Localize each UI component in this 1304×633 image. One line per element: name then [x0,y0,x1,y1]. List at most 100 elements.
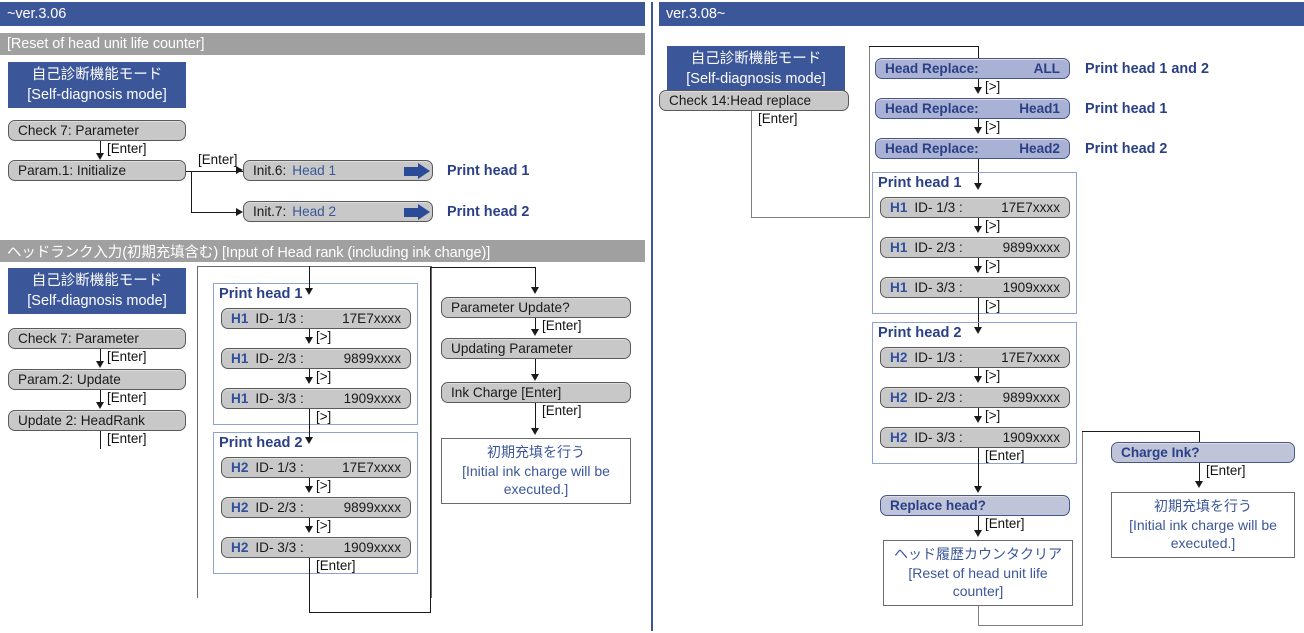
id-value: 1909xxxx [1002,280,1060,295]
lcd-head-replace-head1[interactable]: Head Replace: Head1 [875,98,1070,119]
step-key-label: [>] [316,518,332,533]
lcd-h2-id-2[interactable]: H2 ID- 2/3 : 9899xxxx [221,497,411,518]
id-label: ID- 2/3 : [255,500,304,515]
lcd-value: Head 2 [292,204,337,219]
arrow-down-icon [304,486,313,493]
arrow-down-icon [973,127,982,134]
head-group-title-1: Print head 1 [219,286,303,302]
connector-line [100,141,101,156]
lcd-check7-parameter-2[interactable]: Check 7: Parameter [8,328,186,349]
section-header-reset-counter: [Reset of head unit life counter] [0,33,645,55]
lcd-left: Head Replace: [885,61,979,76]
connector-line [978,408,979,419]
enter-label: [Enter] [107,390,147,405]
head-key: H1 [231,351,249,366]
connector-line [978,448,979,490]
lcd-updating-parameter: Updating Parameter [441,338,631,359]
lcd-h2-id-3[interactable]: H2 ID- 3/3 : 1909xxxx [221,537,411,558]
step-key-label: [>] [316,478,332,493]
note-en-1: [Initial ink charge will be [1129,516,1277,533]
connector-line [1199,463,1200,485]
section-header-head-rank: ヘッドランク入力(初期充填含む) [Input of Head rank (in… [0,240,645,262]
head-key: H1 [890,200,908,215]
left-version-header: ~ver.3.06 [0,2,645,26]
lcd-update2-headrank[interactable]: Update 2: HeadRank [8,410,186,431]
head-rank-outer-frame-top [197,266,432,428]
step-key-label: [>] [316,369,332,384]
enter-label: [Enter] [542,318,582,333]
lcd-h1-id-1[interactable]: H1 ID- 1/3 : 17E7xxxx [221,308,411,329]
lcd-param1-initialize[interactable]: Param.1: Initialize [8,160,186,181]
arrow-right-icon [236,166,243,174]
id-label: ID- 1/3 : [255,311,304,326]
lcd-r-h2-id-3[interactable]: H2 ID- 3/3 : 1909xxxx [880,427,1070,448]
lcd-r-h1-id-1[interactable]: H1 ID- 1/3 : 17E7xxxx [880,197,1070,218]
head-key: H2 [231,460,249,475]
connector-line [309,369,310,380]
lcd-parameter-update-prompt[interactable]: Parameter Update? [441,297,631,318]
connector-line [309,612,431,613]
arrow-down-icon [973,327,982,334]
head-key: H2 [890,430,908,445]
lcd-right: Head2 [1019,141,1060,156]
lcd-init7-head2[interactable]: Init.7: Head 2 [243,201,433,222]
lcd-head-replace-head2[interactable]: Head Replace: Head2 [875,138,1070,159]
enter-label: [Enter] [107,431,147,446]
connector-line [309,478,310,489]
lcd-r-h1-id-2[interactable]: H1 ID- 2/3 : 9899xxxx [880,237,1070,258]
step-key-label: [>] [985,258,1001,273]
connector-line [100,349,101,364]
connector-line [978,159,979,187]
head-group-title-2: Print head 2 [219,435,303,451]
lcd-init6-head1[interactable]: Init.6: Head 1 [243,160,433,181]
connector-line [978,218,979,229]
head-group-frame-2 [213,432,418,574]
lcd-head-replace-all[interactable]: Head Replace: ALL [875,58,1070,79]
mode-box-jp: 自己診断機能モード [690,51,822,67]
connector-line [751,111,752,218]
lcd-right: Head1 [1019,101,1060,116]
head-key: H1 [890,280,908,295]
lcd-prefix: Init.6: [253,163,287,178]
step-key-label: [Enter] [316,558,356,573]
id-value: 9899xxxx [1002,240,1060,255]
step-key-label: [>] [985,408,1001,423]
lcd-check14-head-replace[interactable]: Check 14:Head replace [659,90,849,111]
id-label: ID- 3/3 : [255,391,304,406]
lcd-r-h2-id-1[interactable]: H2 ID- 1/3 : 17E7xxxx [880,347,1070,368]
connector-line [100,390,101,405]
note-jp: 初期充填を行う [1154,497,1252,514]
connector-line [978,46,979,64]
arrow-down-icon [95,402,104,409]
lcd-check7-parameter[interactable]: Check 7: Parameter [8,120,186,141]
mode-box-self-diagnosis-1: 自己診断機能モード [Self-diagnosis mode] [8,62,186,108]
connector-line [309,558,310,613]
head-group-frame-4 [872,322,1077,464]
step-key-label: [>] [985,218,1001,233]
mode-box-self-diagnosis-2: 自己診断機能モード [Self-diagnosis mode] [8,268,186,314]
lcd-h1-id-2[interactable]: H1 ID- 2/3 : 9899xxxx [221,348,411,369]
lcd-charge-ink-prompt[interactable]: Charge Ink? [1111,442,1295,463]
id-value: 1909xxxx [1002,430,1060,445]
head-key: H2 [231,540,249,555]
lcd-r-h2-id-2[interactable]: H2 ID- 2/3 : 9899xxxx [880,387,1070,408]
result-arrow-icon-2 [404,204,430,220]
lcd-param2-update[interactable]: Param.2: Update [8,369,186,390]
mode-box-jp: 自己診断機能モード [31,67,163,83]
head-key: H1 [890,240,908,255]
lcd-prefix: Init.7: [253,204,287,219]
step-key-label: [>] [985,119,1001,134]
arrow-down-icon [530,287,539,294]
connector-line [978,368,979,379]
connector-line [869,46,979,47]
arrow-down-icon [530,374,539,381]
lcd-h1-id-3[interactable]: H1 ID- 3/3 : 1909xxxx [221,388,411,409]
lcd-h2-id-1[interactable]: H2 ID- 1/3 : 17E7xxxx [221,457,411,478]
lcd-ink-charge[interactable]: Ink Charge [Enter] [441,382,631,403]
arrow-down-icon [973,376,982,383]
step-key-label: [>] [985,298,1001,313]
note-initial-ink-charge-left: 初期充填を行う [Initial ink charge will be exec… [441,438,631,504]
connector-line [309,266,310,292]
lcd-r-h1-id-3[interactable]: H1 ID- 3/3 : 1909xxxx [880,277,1070,298]
lcd-replace-head-prompt[interactable]: Replace head? [880,495,1070,516]
